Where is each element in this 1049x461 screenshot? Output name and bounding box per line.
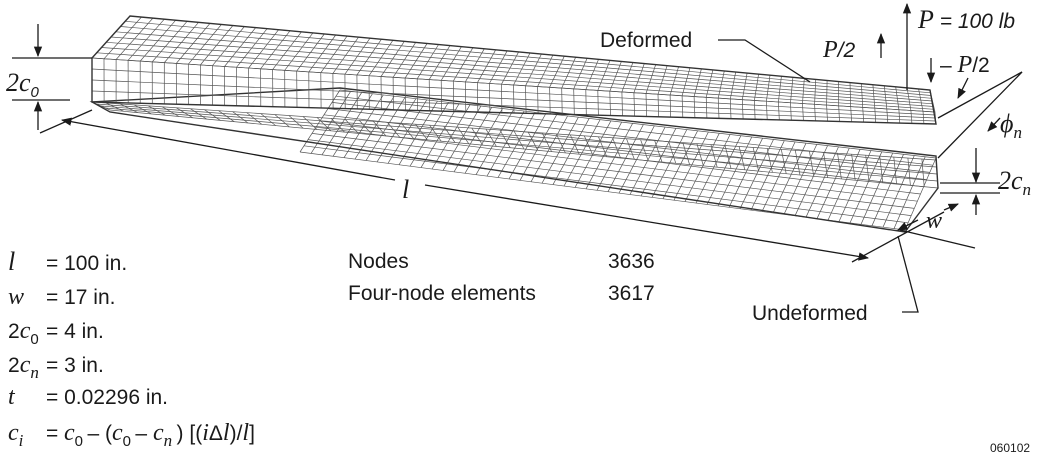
param-width: w= 17 in. <box>8 284 115 310</box>
elements-label: Four-node elements <box>348 282 536 305</box>
undeformed-label: Undeformed <box>752 302 868 325</box>
undeformed-callout: Undeformed <box>752 235 919 325</box>
width-dimension: w <box>851 192 1000 263</box>
mesh-line <box>339 89 937 159</box>
param-tip-thickness: 2cn= 3 in. <box>8 352 104 382</box>
angle-dimension: ϕn <box>937 71 1023 159</box>
tip-thickness-label: 2cn <box>998 166 1031 199</box>
nodes-value: 3636 <box>608 250 655 273</box>
mesh-line <box>331 102 930 173</box>
deformed-label: Deformed <box>600 29 692 52</box>
negative-half-load-label: – P/2 <box>940 52 990 78</box>
mesh-line <box>327 108 927 180</box>
param-root-thickness: 2c0= 4 in. <box>8 318 104 348</box>
mesh-statistics: Nodes 3636 Four-node elements 3617 <box>348 250 655 305</box>
parameter-list: l= 100 in. w= 17 in. 2c0= 4 in. 2cn= 3 i… <box>8 247 255 450</box>
param-thickness: t= 0.02296 in. <box>8 384 168 410</box>
mesh-line <box>335 95 933 166</box>
mesh-line <box>315 126 918 202</box>
mesh-line <box>101 47 934 107</box>
mesh-line <box>319 120 921 195</box>
deformed-mesh <box>91 15 937 125</box>
load-label: P = 100 lb <box>917 5 1015 34</box>
mesh-line <box>110 36 933 102</box>
length-label: l <box>402 175 409 204</box>
mesh-line <box>105 107 938 182</box>
mesh-line <box>96 52 935 110</box>
mesh-outline <box>89 87 939 233</box>
mesh-line <box>91 68 936 116</box>
load-arrows: P = 100 lb P/2 – P/2 <box>822 2 1015 90</box>
param-length: l= 100 in. <box>8 247 127 276</box>
angle-label: ϕn <box>1000 109 1022 142</box>
mesh-line <box>106 41 934 105</box>
undeformed-mesh <box>89 87 939 233</box>
width-label: w <box>926 208 942 234</box>
length-dimension: l <box>39 109 870 261</box>
mesh-line <box>125 20 931 94</box>
mesh-line <box>109 109 939 189</box>
mesh-line <box>307 139 912 216</box>
mesh-line <box>311 133 915 209</box>
figure-id: 060102 <box>990 441 1030 455</box>
mesh-outline <box>91 15 937 125</box>
mesh-line <box>120 26 932 96</box>
mesh-line <box>91 90 936 122</box>
nodes-label: Nodes <box>348 250 409 273</box>
root-thickness-dimension: 2c0 <box>6 24 92 130</box>
mesh-line <box>115 31 932 99</box>
half-load-label: P/2 <box>822 37 856 63</box>
mesh-line <box>91 57 936 113</box>
tip-thickness-dimension: 2cn <box>940 148 1031 215</box>
mesh-line <box>303 145 909 224</box>
mesh-line <box>91 79 936 119</box>
elements-value: 3617 <box>608 282 655 305</box>
deformed-callout: Deformed <box>600 29 811 83</box>
param-ci-formula: ci = c0 – (c0 – cn ) [(iΔl)/l] <box>8 420 255 450</box>
mesh-line <box>323 114 924 188</box>
root-thickness-label: 2c0 <box>6 68 40 101</box>
